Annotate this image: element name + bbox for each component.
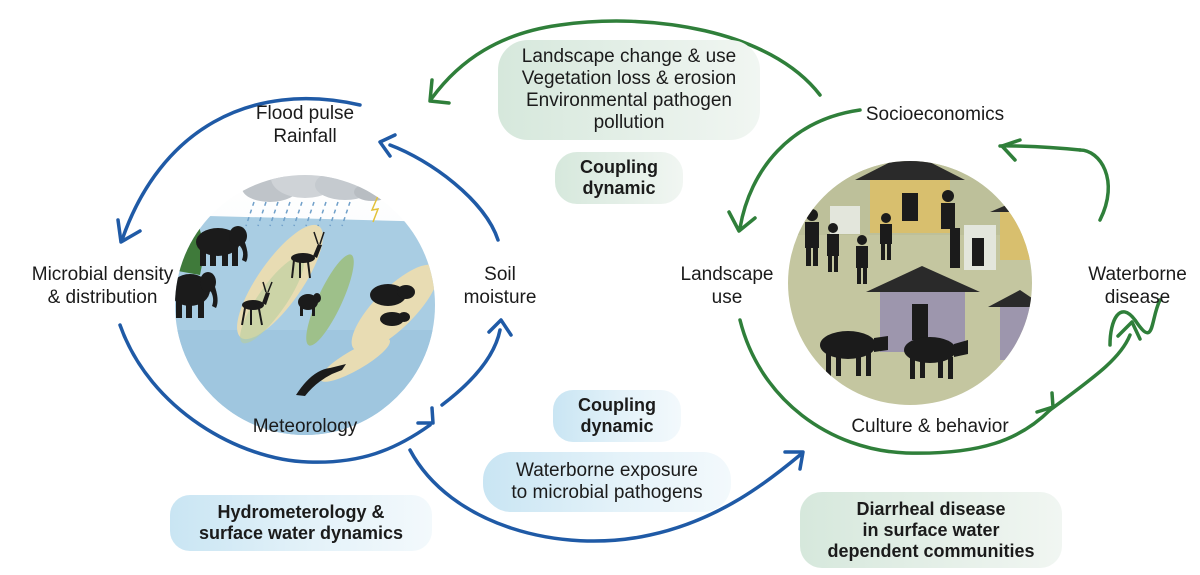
label-microbial-density: Microbial density & distribution (0, 263, 205, 309)
label-culture-behavior: Culture & behavior (830, 415, 1030, 438)
label-line: disease (1104, 287, 1171, 308)
coupling-line: dynamic (582, 178, 656, 198)
coupling-bottom-label: Coupling dynamic (553, 390, 681, 442)
label-socioeconomics: Socioeconomics (850, 103, 1020, 126)
right-scene-illustration (788, 161, 1032, 405)
coupling-line: dynamic (580, 416, 654, 436)
label-line: Socioeconomics (865, 104, 1005, 125)
coupling-top-label: Coupling dynamic (555, 152, 683, 204)
factor-line: Waterborne exposure (515, 460, 698, 481)
label-line: Microbial density (31, 264, 174, 285)
coupling-line: Coupling (578, 395, 656, 415)
label-line: moisture (463, 287, 537, 308)
left-cycle-arrows (116, 96, 805, 543)
factor-line: pollution (593, 112, 665, 133)
label-line: Culture & behavior (851, 416, 1009, 437)
label-line: Landscape (680, 264, 774, 285)
coupling-bottom-factors: Waterborne exposure to microbial pathoge… (483, 452, 731, 512)
label-line: Rainfall (273, 126, 337, 147)
label-soil-moisture: Soil moisture (455, 263, 545, 309)
label-line: use (711, 287, 743, 308)
label-landscape-use: Landscape use (672, 263, 782, 309)
left-scene-illustration (175, 175, 435, 435)
label-waterborne-disease: Waterborne disease (1080, 263, 1195, 309)
title-line: in surface water (862, 519, 1000, 540)
right-system-title: Diarrheal disease in surface water depen… (800, 492, 1062, 568)
title-line: surface water dynamics (198, 523, 404, 543)
left-system-title: Hydrometerology & surface water dynamics (170, 495, 432, 551)
label-line: & distribution (47, 287, 158, 308)
factor-line: Landscape change & use (521, 46, 737, 67)
label-line: Flood pulse (255, 103, 355, 124)
factor-line: to microbial pathogens (511, 482, 703, 503)
factor-line: Vegetation loss & erosion (521, 68, 737, 89)
title-line: Diarrheal disease (856, 498, 1006, 519)
label-line: Waterborne (1088, 264, 1187, 285)
coupling-line: Coupling (580, 157, 658, 177)
label-flood-pulse-rainfall: Flood pulse Rainfall (240, 102, 370, 148)
label-line: Meteorology (252, 416, 358, 437)
coupling-top-factors: Landscape change & use Vegetation loss &… (498, 40, 760, 140)
title-line: dependent communities (827, 540, 1035, 561)
title-line: Hydrometerology & (217, 502, 385, 522)
label-line: Soil (484, 264, 516, 285)
label-meteorology: Meteorology (235, 415, 375, 438)
right-cycle-arrows (428, 19, 1162, 455)
factor-line: Environmental pathogen (526, 90, 732, 111)
